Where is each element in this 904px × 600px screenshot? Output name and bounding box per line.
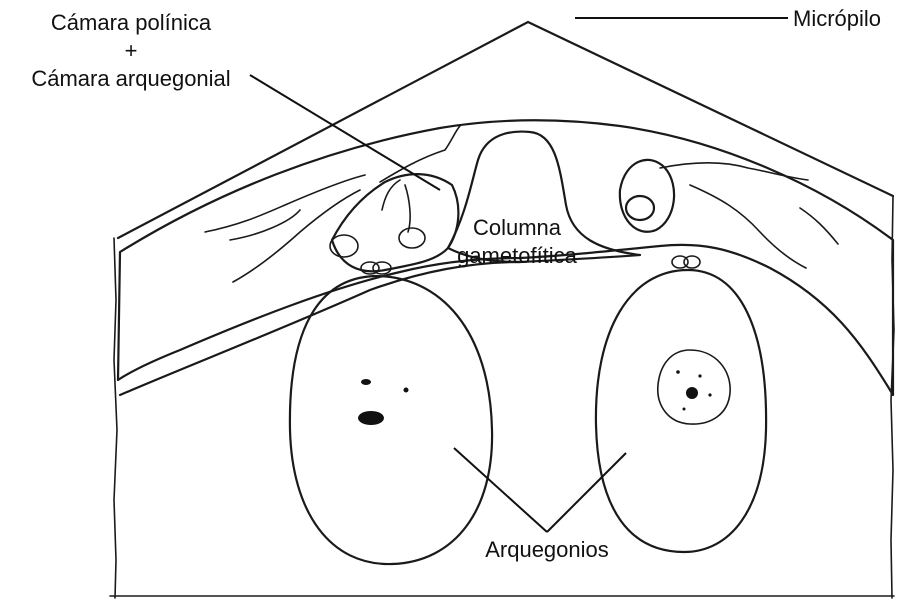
right-pollen-chamber xyxy=(620,160,674,232)
egg-nucleus xyxy=(358,411,384,425)
inclusion-dot xyxy=(698,374,701,377)
pollen-grain xyxy=(399,228,425,248)
label-camara-arquegonial: Cámara arquegonial xyxy=(31,66,230,91)
leader-line-arquegonios-left xyxy=(454,448,547,532)
inclusion-dot xyxy=(404,388,409,393)
outer-integument-outline xyxy=(118,22,893,238)
label-camara-polinica: Cámara polínica xyxy=(51,10,212,35)
leader-line-arquegonios-right xyxy=(547,453,626,532)
inclusion-dot xyxy=(683,408,686,411)
pollen-tube xyxy=(205,175,365,282)
label-gametofitica: gametofítica xyxy=(457,243,578,268)
pollen-tube xyxy=(660,163,838,268)
egg-nucleus xyxy=(686,387,698,399)
egg-cell xyxy=(658,350,730,424)
archegonium-left xyxy=(290,276,492,564)
label-micropilo: Micrópilo xyxy=(793,6,881,31)
label-arquegonios: Arquegonios xyxy=(485,537,609,562)
inclusion-dot xyxy=(708,393,711,396)
label-plus: + xyxy=(125,38,138,63)
inclusion-dot xyxy=(676,370,680,374)
label-columna: Columna xyxy=(473,215,562,240)
left-side-wall xyxy=(114,238,117,598)
archegonium-neck xyxy=(684,256,700,268)
inclusion-dot xyxy=(361,379,371,385)
archegonium-neck xyxy=(373,262,391,274)
band-inner-line xyxy=(120,262,520,395)
archegonium-right xyxy=(596,270,766,552)
pollen-grain xyxy=(626,196,654,220)
